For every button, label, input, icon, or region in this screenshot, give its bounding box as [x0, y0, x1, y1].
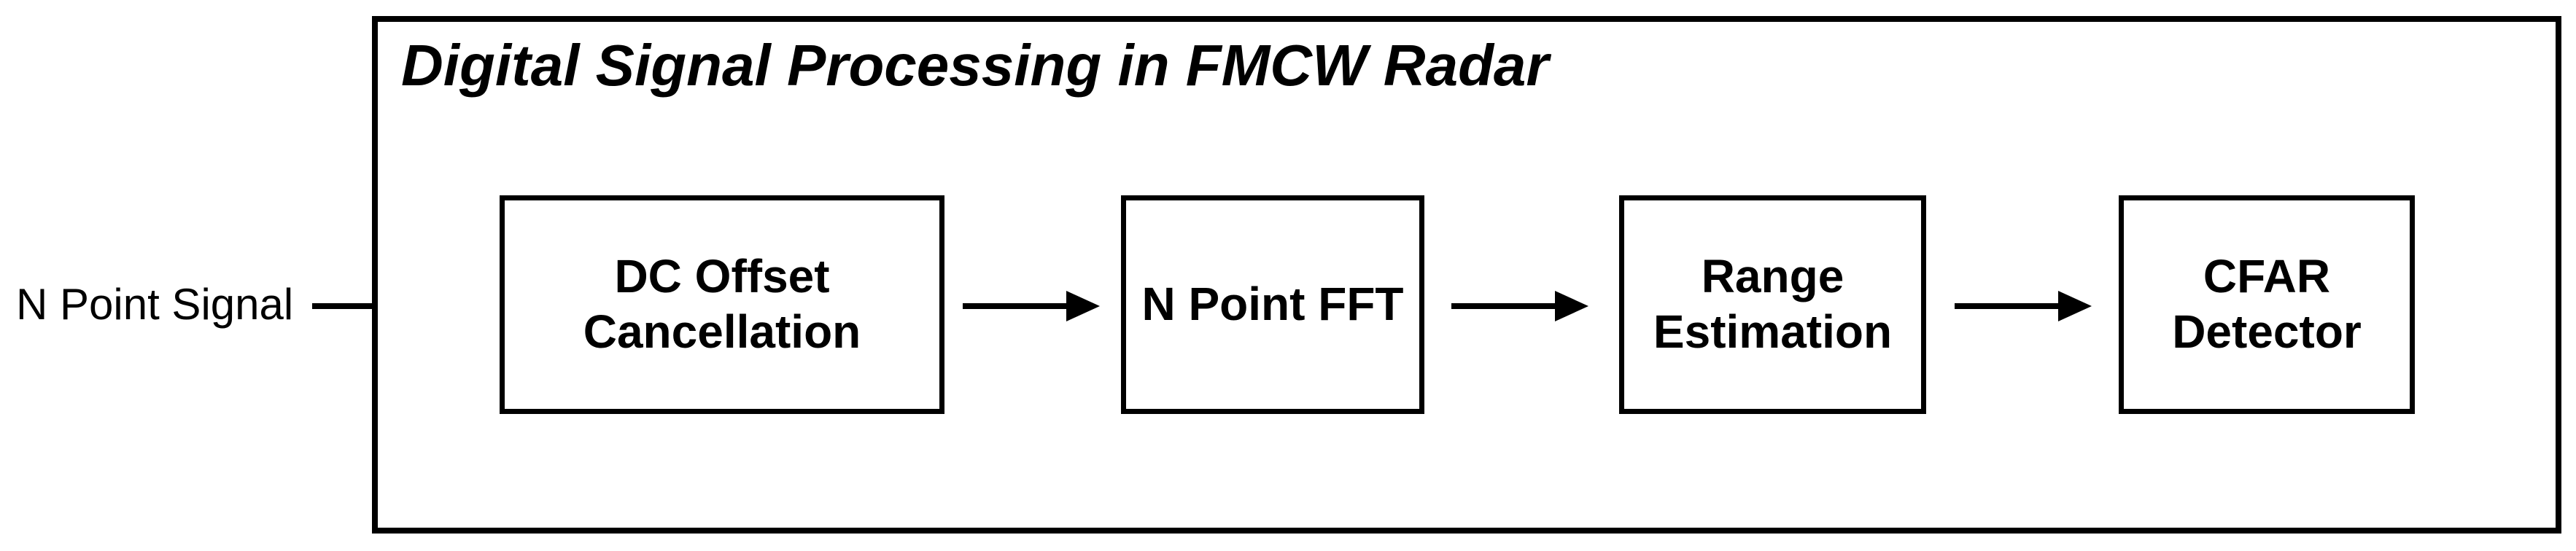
- input-signal-label: N Point Signal: [16, 280, 294, 329]
- input-arrow-icon: [312, 303, 408, 309]
- diagram-title: Digital Signal Processing in FMCW Radar: [401, 33, 1549, 98]
- block-n-point-fft: N Point FFT: [1121, 195, 1424, 414]
- flow-arrow-2-icon: [1451, 303, 1555, 309]
- flow-arrow-3-icon: [1955, 303, 2058, 309]
- flow-arrow-1-icon: [963, 303, 1066, 309]
- block-cfar-detector: CFAR Detector: [2119, 195, 2415, 414]
- block-range-estimation: Range Estimation: [1619, 195, 1926, 414]
- block-dc-offset-cancellation: DC Offset Cancellation: [500, 195, 944, 414]
